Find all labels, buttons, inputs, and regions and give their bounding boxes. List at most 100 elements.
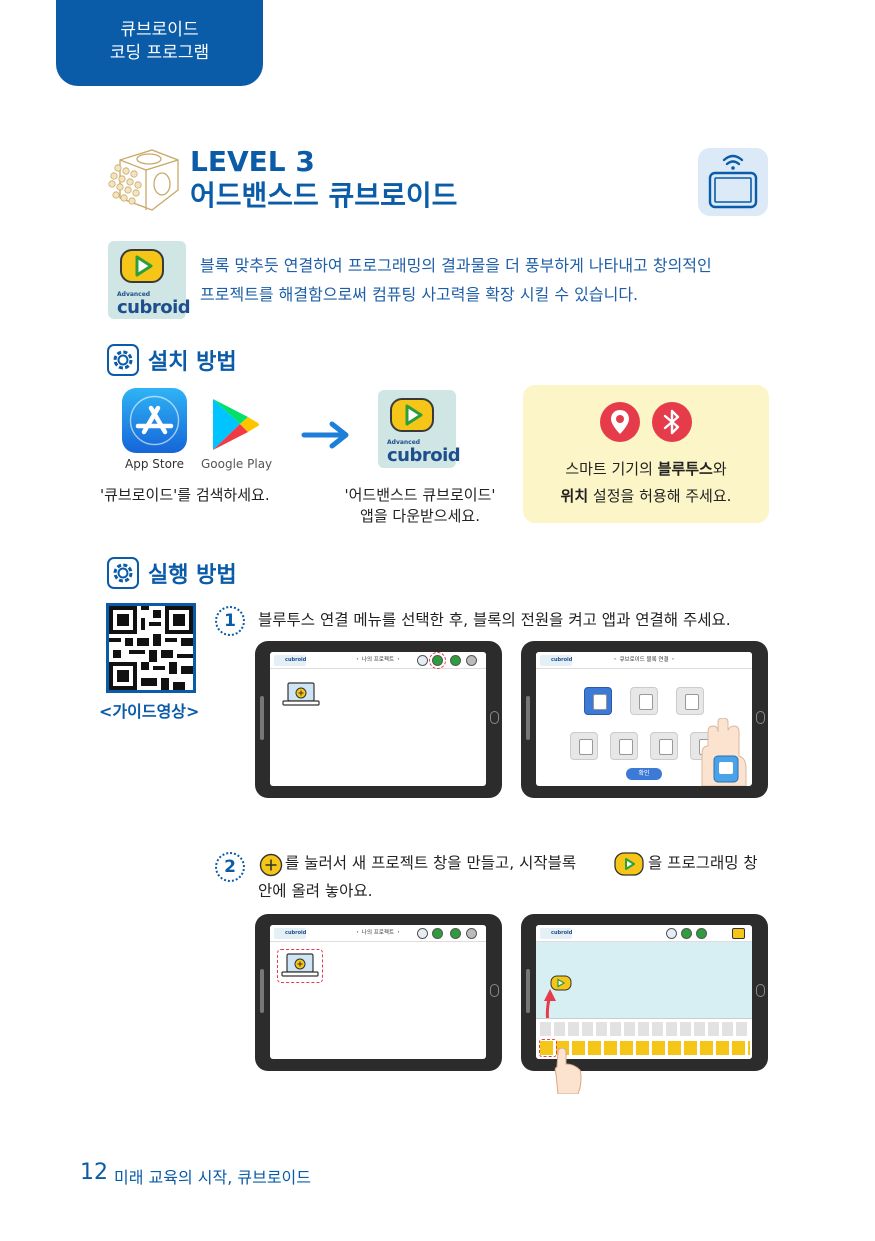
download-caption-line1: '어드밴스드 큐브로이드' [344, 486, 496, 504]
app-store-icon [122, 388, 187, 453]
tablet-screen: cubroid ・ 큐브로이드 블록 연결 ・ 확인 [536, 652, 752, 786]
app-icon-brand: cubroid [117, 297, 191, 318]
block-tile[interactable] [570, 732, 598, 760]
block-tile[interactable] [610, 732, 638, 760]
app-toolbar-title: ・ 나의 프로젝트 ・ [354, 930, 402, 936]
tablet-connect-screen: cubroid ・ 큐브로이드 블록 연결 ・ 확인 [521, 641, 768, 798]
settings-icon[interactable] [450, 928, 461, 939]
intro-line-2: 프로젝트를 해결함으로써 컴퓨팅 사고력을 확장 시킬 수 있습니다. [200, 285, 639, 304]
tablet-home-button [756, 984, 765, 997]
palette-row-commands [540, 1041, 750, 1055]
block-tile[interactable] [650, 732, 678, 760]
app-store-label: App Store [125, 457, 184, 471]
qr-code-icon [109, 606, 193, 690]
settings-icon[interactable] [696, 928, 707, 939]
palette-row-blocks [540, 1022, 750, 1036]
settings-icon[interactable] [450, 655, 461, 666]
step-2-text-b: 을 프로그래밍 창 [648, 854, 758, 872]
page-number: 12 [80, 1160, 108, 1185]
app-toolbar: cubroid ・ 나의 프로젝트 ・ [270, 925, 486, 942]
intro-paragraph: 블록 맞추듯 연결하여 프로그래밍의 결과물을 더 풍부하게 나타내고 창의적인… [200, 251, 780, 309]
level-number: LEVEL 3 [190, 145, 315, 178]
start-block-highlight [539, 1039, 557, 1057]
block-tile[interactable] [676, 687, 704, 715]
app-toolbar-logo: cubroid [540, 655, 572, 666]
app-toolbar: cubroid ・ 나의 프로젝트 ・ [270, 652, 486, 669]
connect-button-icon[interactable] [429, 652, 446, 669]
pointing-finger-icon [554, 1048, 582, 1094]
app-toolbar-title: ・ 큐브로이드 블록 연결 ・ [612, 657, 676, 663]
download-caption-line2: 앱을 다운받으세요. [360, 507, 480, 525]
app-icon-small-label: Advanced [117, 291, 151, 298]
step-1-text: 블루투스 연결 메뉴를 선택한 후, 블록의 전원을 켜고 앱과 연결해 주세요… [258, 611, 731, 629]
chapter-tab-line1: 큐브로이드 [120, 20, 199, 40]
tablet-camera [260, 696, 264, 740]
app-toolbar-title: ・ 나의 프로젝트 ・ [354, 657, 402, 663]
permission-line2-post: 설정을 허용해 주세요. [588, 487, 732, 505]
permission-text: 스마트 기기의 블루투스와 위치 설정을 허용해 주세요. [523, 456, 769, 510]
tablet-screen: cubroid ・ 나의 프로젝트 ・ [270, 652, 486, 786]
plus-circle-icon [259, 853, 283, 877]
tablet-camera [260, 969, 264, 1013]
permission-line1-post: 와 [712, 460, 727, 478]
run-program-button[interactable] [732, 928, 745, 939]
advanced-cubroid-app-icon: Advanced cubroid [108, 241, 191, 319]
app-toolbar: cubroid [536, 925, 752, 942]
tablet-new-project-screen: cubroid ・ 나의 프로젝트 ・ [255, 914, 502, 1071]
bluetooth-icon [652, 402, 692, 442]
app-toolbar: cubroid ・ 큐브로이드 블록 연결 ・ [536, 652, 752, 669]
new-project-icon[interactable] [282, 682, 320, 707]
bluetooth-menu-icon[interactable] [666, 928, 677, 939]
permission-line2: 위치 설정을 허용해 주세요. [523, 483, 769, 510]
step-2-text-a: 를 눌러서 새 프로젝트 창을 만들고, 시작블록 [285, 854, 577, 872]
permission-location: 위치 [560, 487, 589, 505]
block-tile-selected[interactable] [584, 687, 612, 715]
new-project-icon[interactable] [281, 953, 319, 978]
connect-button-icon[interactable] [681, 928, 692, 939]
tablet-camera [526, 696, 530, 740]
advanced-cubroid-app-icon-install: Advanced cubroid [378, 390, 461, 468]
hand-holding-block-icon [701, 718, 747, 786]
tablet-home-button [490, 711, 499, 724]
permission-bluetooth: 블루투스 [657, 460, 713, 478]
app-toolbar-logo: cubroid [274, 928, 306, 939]
gear-icon [107, 344, 139, 376]
play-block-icon [390, 398, 434, 432]
save-icon[interactable] [466, 655, 477, 666]
step-1-number: 1 [215, 606, 245, 636]
app-toolbar-logo: cubroid [540, 928, 572, 939]
tablet-home-button [756, 711, 765, 724]
tablet-wifi-icon [708, 154, 758, 209]
location-icon [600, 402, 640, 442]
chapter-tab-line2: 코딩 프로그램 [109, 43, 210, 63]
arrow-right-icon [301, 421, 349, 449]
start-block-icon[interactable] [550, 975, 572, 991]
cube-illustration-icon [108, 149, 179, 211]
level-title: 어드밴스드 큐브로이드 [190, 179, 458, 212]
permission-box [523, 385, 769, 523]
block-palette [536, 1018, 752, 1059]
google-play-icon [213, 399, 259, 450]
download-caption: '어드밴스드 큐브로이드' 앱을 다운받으세요. [320, 485, 520, 527]
guide-video-link[interactable]: <가이드영상> [99, 702, 200, 721]
connect-button-icon[interactable] [432, 928, 443, 939]
block-tile[interactable] [630, 687, 658, 715]
search-caption: '큐브로이드'를 검색하세요. [100, 486, 270, 504]
intro-line-1: 블록 맞추듯 연결하여 프로그래밍의 결과물을 더 풍부하게 나타내고 창의적인 [200, 256, 712, 275]
start-block-icon [614, 852, 644, 876]
app-toolbar-logo: cubroid [274, 655, 306, 666]
guide-video-qr-code[interactable] [106, 603, 196, 693]
bluetooth-menu-icon[interactable] [417, 655, 428, 666]
tablet-wifi-badge [698, 148, 768, 216]
tablet-programming-screen: cubroid [521, 914, 768, 1071]
bluetooth-menu-icon[interactable] [417, 928, 428, 939]
step-2-number: 2 [215, 852, 245, 882]
app-icon-small-label: Advanced [387, 439, 421, 446]
app-icon-brand: cubroid [387, 445, 461, 466]
tablet-screen: cubroid ・ 나의 프로젝트 ・ [270, 925, 486, 1059]
permission-line1: 스마트 기기의 블루투스와 [523, 456, 769, 483]
run-section-title: 실행 방법 [148, 563, 237, 588]
save-icon[interactable] [466, 928, 477, 939]
tablet-project-screen: cubroid ・ 나의 프로젝트 ・ [255, 641, 502, 798]
confirm-button[interactable]: 확인 [626, 768, 662, 780]
